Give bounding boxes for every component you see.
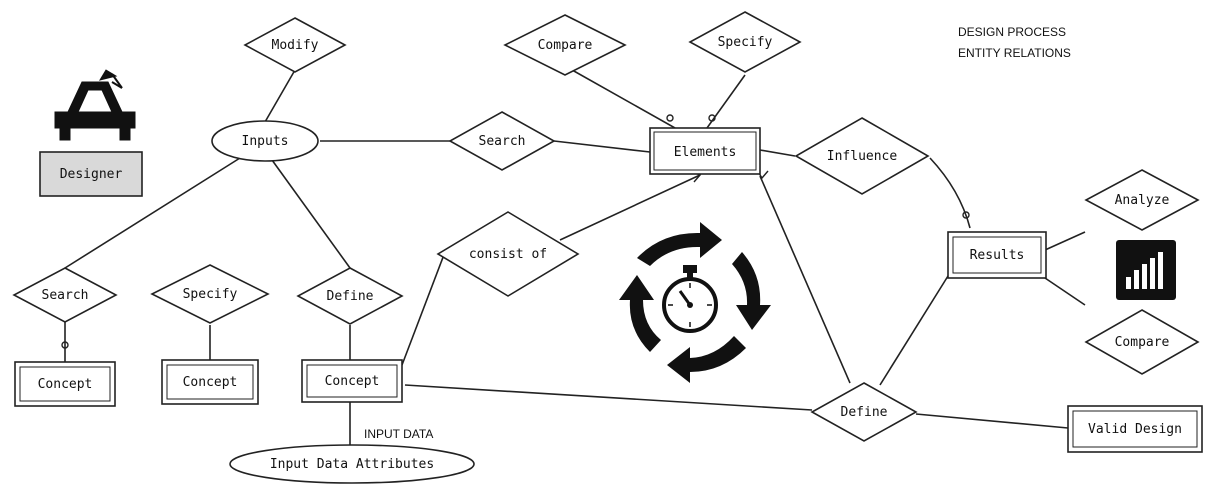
- relation-search-left: [12, 267, 118, 323]
- relation-analyze: [1084, 169, 1200, 231]
- entity-inputs: [211, 120, 319, 162]
- bar-chart-icon-bar-1: [1126, 277, 1131, 289]
- entity-valid-design: [1067, 405, 1203, 453]
- cycle-arrow-left: [619, 275, 661, 352]
- edge-concept-define-bottom: [404, 384, 813, 411]
- edge-results-compare: [1044, 277, 1086, 306]
- edge-define-bottom-valid-design: [915, 413, 1069, 429]
- bar-chart-icon-bar-5: [1158, 252, 1163, 289]
- entity-results-inner: [952, 236, 1042, 274]
- lamp-shade-icon: [98, 69, 118, 81]
- relation-influence: [794, 117, 930, 195]
- entity-concept-3: [301, 359, 403, 403]
- relation-compare-top-label: Compare: [538, 38, 593, 53]
- entity-valid-design-inner: [1072, 410, 1198, 448]
- relation-modify: [243, 17, 347, 73]
- entity-elements-inner: [653, 131, 757, 171]
- edge-define-bottom-elements: [759, 175, 851, 384]
- edge-define-bottom-results: [879, 275, 949, 386]
- relation-consist-of-label: consist of: [469, 247, 547, 262]
- cycle-arrow-bottom: [667, 336, 746, 383]
- relation-modify-label: Modify: [272, 38, 319, 53]
- entity-inputs-label: Inputs: [242, 134, 289, 149]
- edge-elements-influence: [759, 149, 796, 157]
- entity-results-label: Results: [970, 248, 1025, 263]
- stopwatch-stem: [687, 272, 693, 279]
- entity-results: [947, 231, 1047, 279]
- edge-compare-elements: [564, 65, 676, 129]
- entity-input-data-attributes: [229, 444, 475, 484]
- relation-search-mid: [448, 111, 556, 171]
- desk-icon: [54, 81, 136, 129]
- cycle-arrow-top: [637, 222, 722, 266]
- relation-influence-label: Influence: [827, 149, 898, 164]
- edge-results-analyze: [1044, 231, 1086, 251]
- edge-concept-consist-of: [401, 251, 446, 366]
- entity-concept-1-inner: [19, 366, 111, 402]
- stopwatch-ticks: [668, 283, 712, 327]
- edge-modify-inputs: [264, 69, 296, 123]
- designer-box: [39, 151, 143, 197]
- relation-consist-of: [436, 211, 580, 297]
- entity-elements: [649, 127, 761, 175]
- input-data-annotation: INPUT DATA: [364, 427, 433, 441]
- relation-specify-left-label: Specify: [183, 287, 238, 302]
- bar-chart-icon: [1116, 240, 1176, 300]
- relation-specify-top: [688, 11, 802, 73]
- relation-search-left-label: Search: [42, 288, 89, 303]
- entity-concept-2: [161, 359, 259, 405]
- cycle-arrow-right: [732, 252, 771, 330]
- relation-search-mid-label: Search: [479, 134, 526, 149]
- entity-concept-3-label: Concept: [325, 374, 380, 389]
- marker-search-concept: [61, 341, 69, 349]
- bar-chart-icon-bar-3: [1142, 264, 1147, 289]
- header-line-1: DESIGN PROCESS: [958, 25, 1066, 39]
- stopwatch-hub: [687, 302, 693, 308]
- edge-specify-elements: [706, 74, 746, 129]
- entity-concept-2-inner: [166, 364, 254, 400]
- stopwatch-crown: [683, 265, 697, 273]
- edge-inputs-define-left: [271, 159, 351, 269]
- entity-elements-label: Elements: [674, 145, 737, 160]
- entity-valid-design-label: Valid Design: [1088, 422, 1182, 437]
- relation-analyze-label: Analyze: [1115, 193, 1170, 208]
- designer-icon: [54, 69, 136, 141]
- edge-influence-results: [929, 157, 971, 229]
- relation-specify-top-label: Specify: [718, 35, 773, 50]
- edge-inputs-search-left: [64, 157, 241, 269]
- marker-compare-elements: [666, 114, 674, 122]
- marker-specify-elements: [708, 114, 716, 122]
- designer-label: Designer: [60, 167, 123, 182]
- bar-chart-icon-bar-2: [1134, 270, 1139, 289]
- entity-input-data-attributes-label: Input Data Attributes: [270, 457, 434, 472]
- marker-influence-results: [962, 211, 970, 219]
- relation-compare-top: [503, 14, 627, 76]
- relation-compare-right-label: Compare: [1115, 335, 1170, 350]
- edge-consist-of-elements: [559, 174, 701, 241]
- desk-leg-left: [59, 127, 71, 141]
- desk-leg-right: [119, 127, 131, 141]
- entity-concept-3-inner: [306, 364, 398, 398]
- edges: [64, 65, 1086, 447]
- relation-define-left-label: Define: [327, 289, 374, 304]
- relation-compare-right: [1084, 309, 1200, 375]
- stopwatch-cycle-icon: [619, 222, 771, 383]
- relation-define-bottom: [810, 382, 918, 442]
- header-line-2: ENTITY RELATIONS: [958, 46, 1071, 60]
- bar-chart-icon-bar-4: [1150, 258, 1155, 289]
- edge-search-elements: [553, 140, 651, 153]
- entity-concept-1: [14, 361, 116, 407]
- entity-concept-2-label: Concept: [183, 375, 238, 390]
- relation-specify-left: [150, 264, 270, 324]
- relation-define-bottom-label: Define: [841, 405, 888, 420]
- relation-define-left: [296, 267, 404, 325]
- entity-concept-1-label: Concept: [38, 377, 93, 392]
